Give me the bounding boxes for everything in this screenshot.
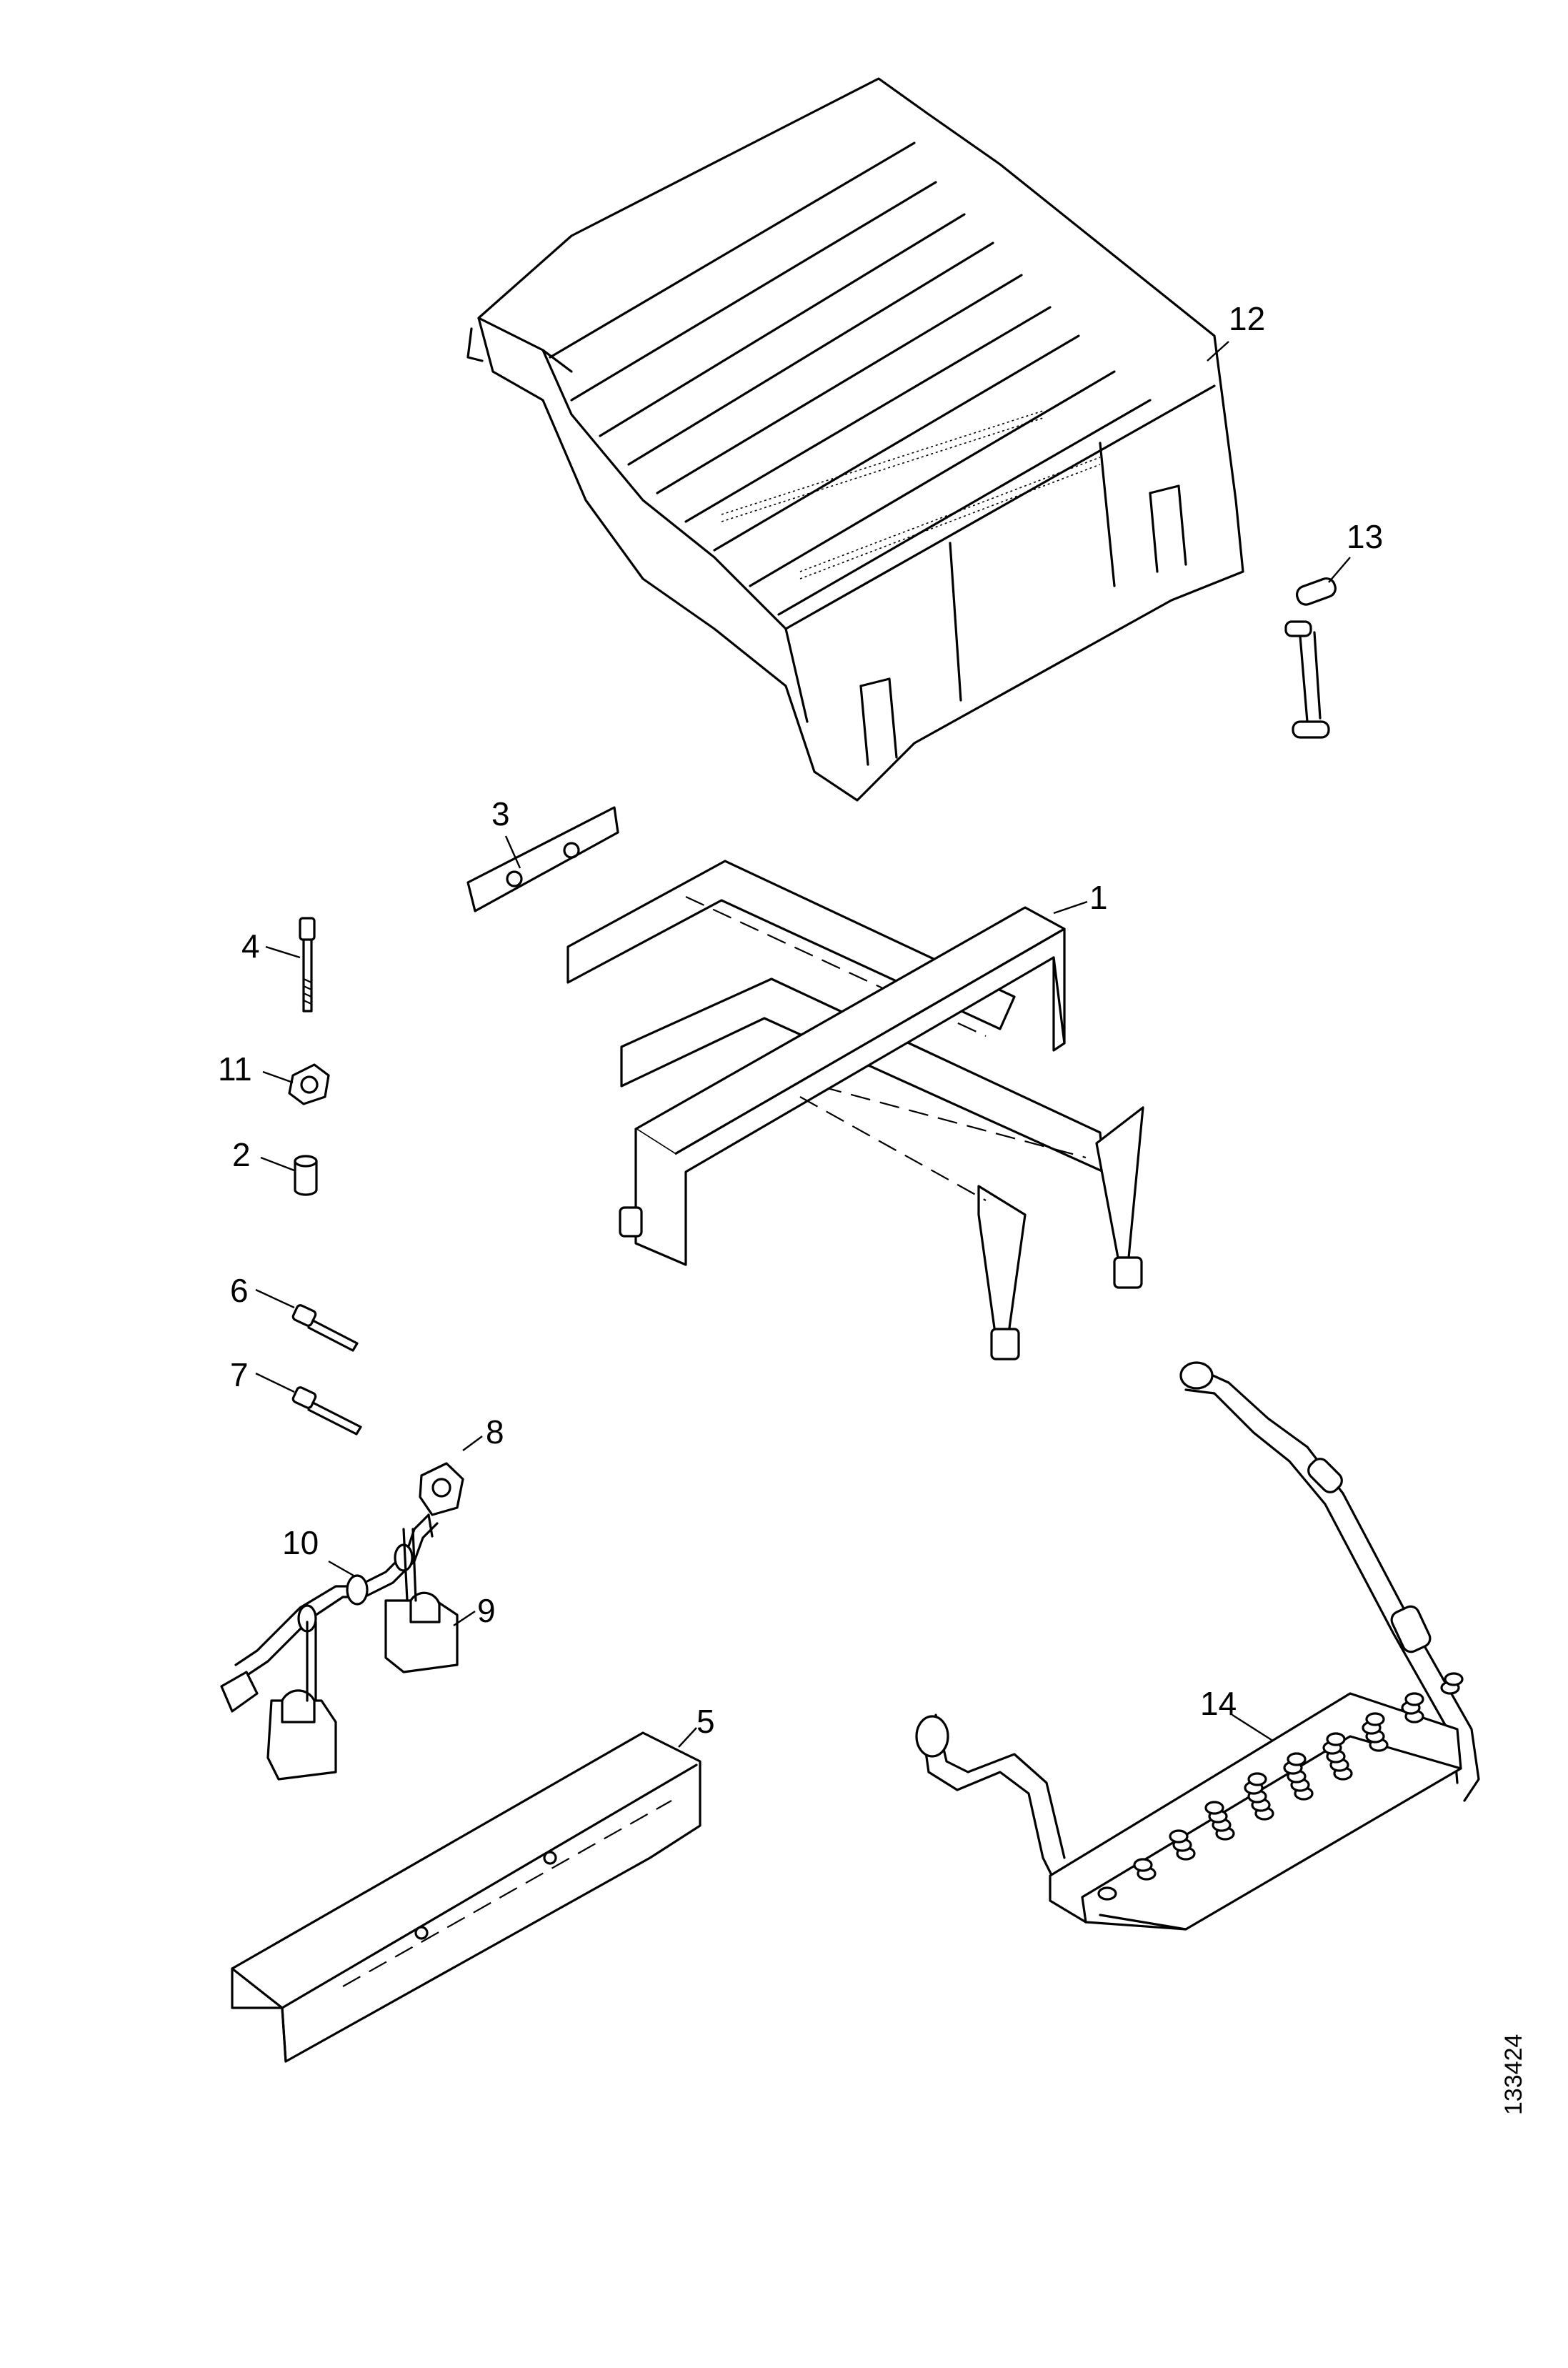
part-5-channel-bracket [231,1731,701,2063]
callout-10: 10 [282,1524,319,1561]
callout-14: 14 [1200,1685,1237,1722]
drawing-number: 133424 [1500,2034,1527,2115]
part-10-battery-cable [220,1513,439,1781]
tread-hole [1204,1801,1224,1815]
part-7-screw [291,1386,362,1436]
callout-13: 13 [1347,518,1383,555]
callout-5: 5 [696,1703,715,1740]
part-8-cable-terminal [419,1462,464,1538]
callout-6: 6 [230,1272,249,1309]
part-3-strap-plate [466,806,619,912]
part-2-spacer [294,1155,318,1196]
callout-12: 12 [1229,300,1265,337]
callout-11: 11 [218,1050,252,1088]
callout-2: 2 [232,1136,251,1173]
step-tread-holes [1097,1672,1464,1901]
tread-hole [1169,1829,1189,1844]
tread-hole [1247,1772,1267,1786]
tread-hole [1326,1732,1346,1746]
leader-lines [255,341,1351,1748]
part-14-step [915,1361,1480,1931]
callout-3: 3 [491,795,510,832]
callout-4: 4 [241,927,260,965]
part-13-latch-handle [1284,577,1337,739]
part-4-long-bolt [299,917,316,1013]
part-9-terminal-cover [384,1528,459,1673]
part-12-battery-box-cover [466,77,1244,802]
part-11-clip [288,1063,330,1105]
part-1-battery-frame [566,860,1144,1360]
tread-hole [1133,1858,1153,1872]
tread-hole [1444,1672,1464,1686]
callout-8: 8 [486,1413,504,1451]
tread-hole [1097,1886,1117,1901]
callout-labels: 12 13 3 1 4 11 2 6 7 8 10 9 5 14 [218,300,1383,1740]
callout-9: 9 [477,1592,496,1629]
callout-1: 1 [1089,879,1108,916]
tread-hole [1404,1692,1424,1706]
part-6-screw [291,1304,359,1352]
tread-hole [1365,1712,1385,1726]
callout-7: 7 [230,1356,249,1393]
tread-hole [1287,1752,1307,1766]
